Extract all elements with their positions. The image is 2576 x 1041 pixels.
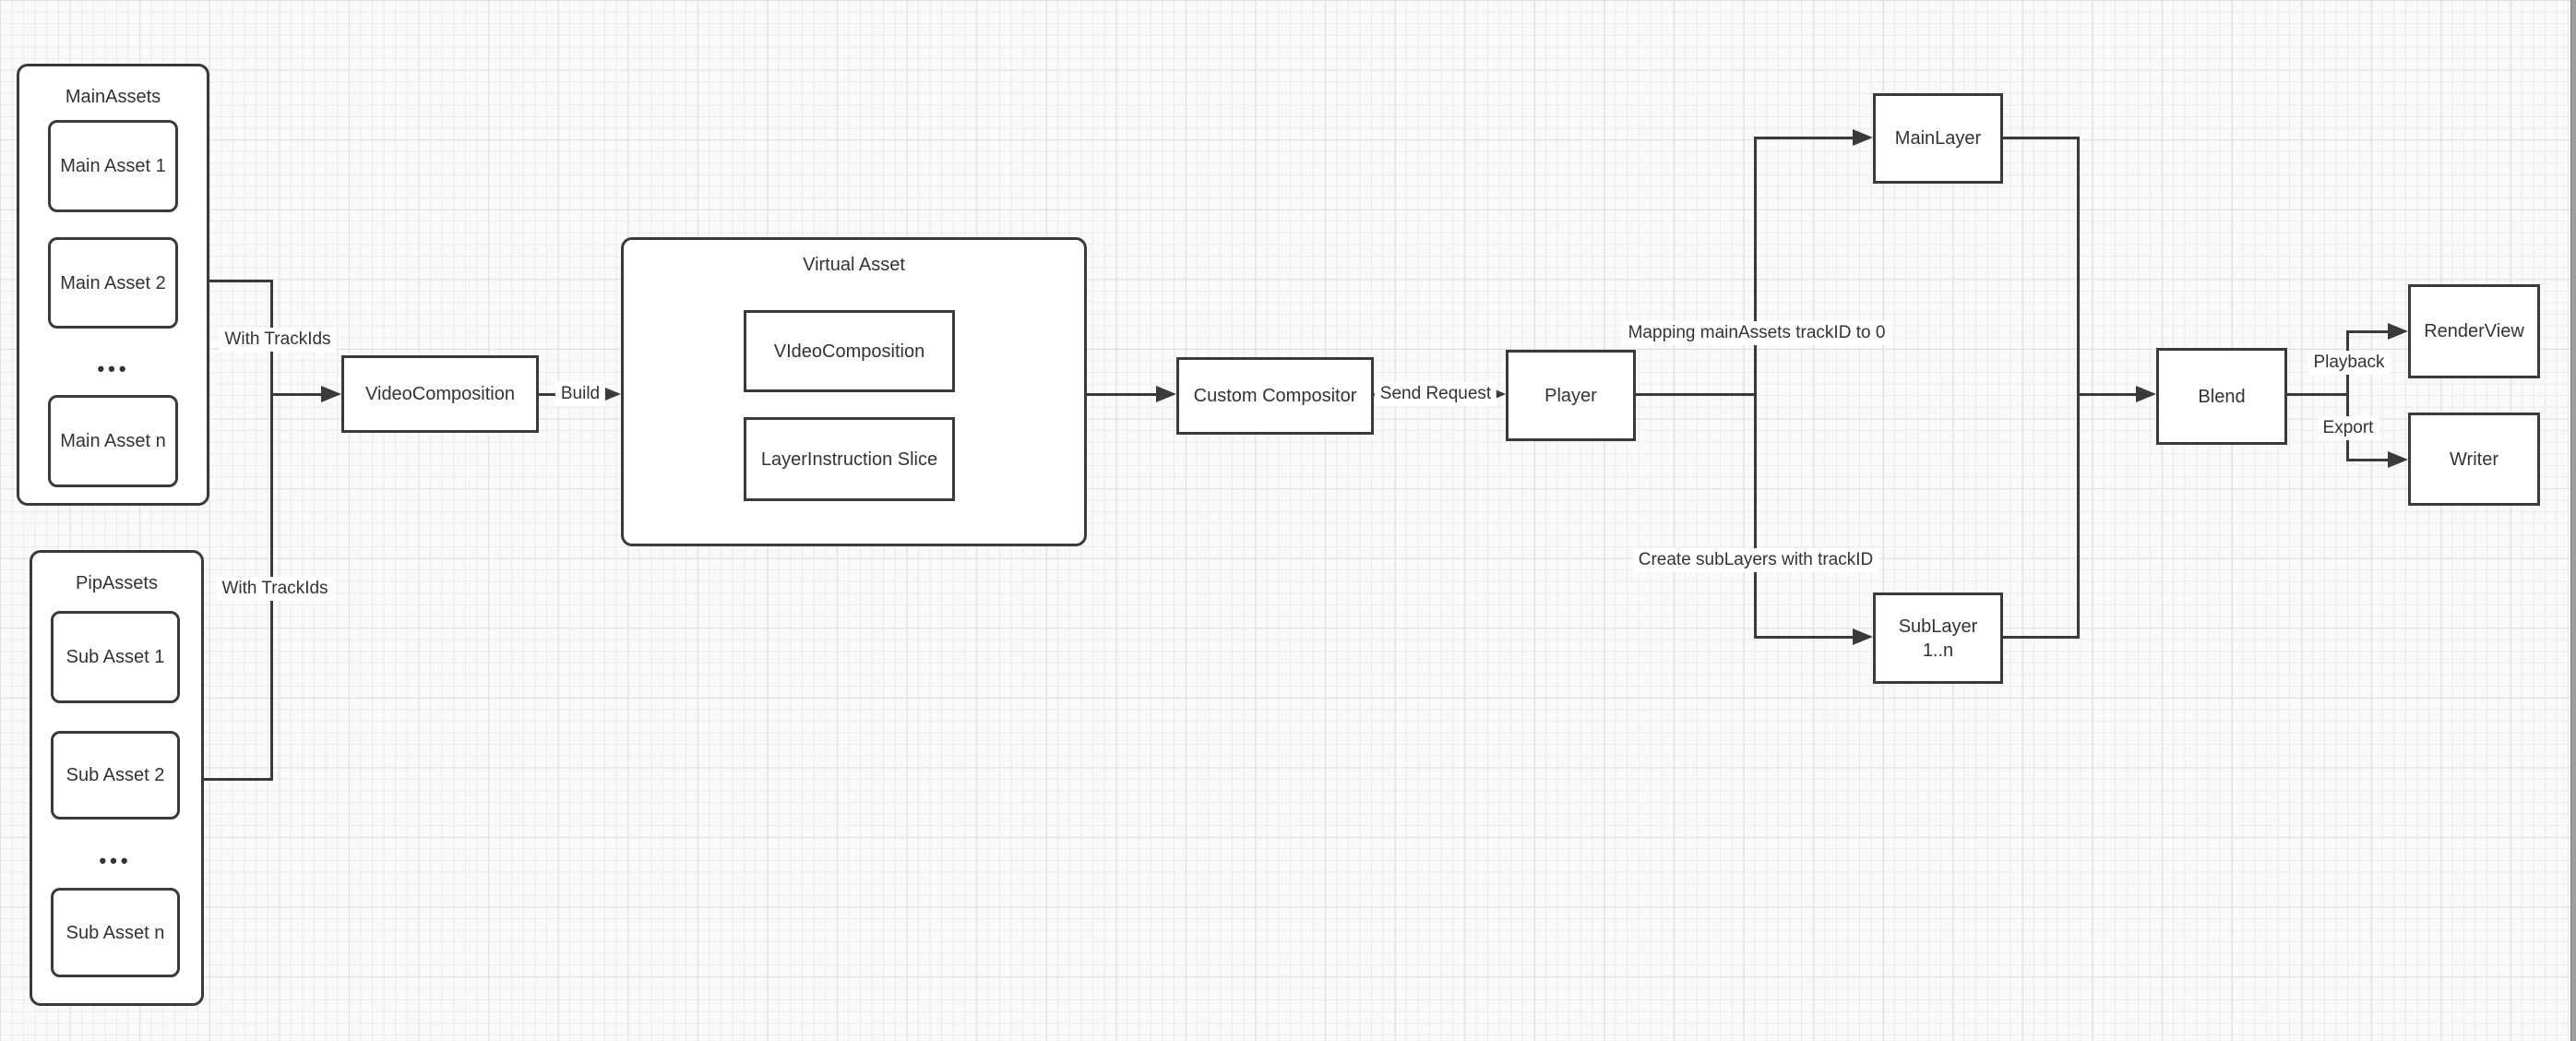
edge-to-blend[interactable]: [2077, 393, 2138, 396]
node-writer[interactable]: Writer: [2408, 413, 2540, 506]
edge-to-sublayer[interactable]: [1755, 636, 1854, 639]
edge-label-with-trackids-pip[interactable]: With TrackIds: [216, 577, 334, 601]
node-main-layer[interactable]: MainLayer: [1873, 93, 2003, 184]
edge-to-mainlayer[interactable]: [1755, 137, 1854, 139]
arrowhead-writer-icon: [2388, 451, 2408, 468]
node-sub-layer-label-line2: 1..n: [1922, 640, 1954, 661]
node-main-layer-label: MainLayer: [1894, 128, 1982, 149]
edge-export[interactable]: [2347, 459, 2390, 461]
node-blend-label: Blend: [2198, 386, 2246, 407]
arrowhead-sublayer-icon: [1853, 628, 1873, 645]
group-pip-assets-title: PipAssets: [76, 573, 158, 593]
arrowhead-videocomposition-icon: [321, 386, 341, 402]
node-main-asset-2[interactable]: Main Asset 2: [48, 237, 178, 329]
edge-label-build[interactable]: Build: [555, 382, 606, 406]
node-player[interactable]: Player: [1506, 350, 1636, 441]
node-sub-asset-1-label: Sub Asset 1: [66, 647, 165, 667]
main-assets-ellipsis: •••: [97, 357, 130, 380]
edge-blend-out[interactable]: [2287, 393, 2349, 396]
node-sub-asset-1[interactable]: Sub Asset 1: [51, 611, 180, 703]
edge-branch-vertical[interactable]: [1754, 137, 1757, 639]
edge-trunk-to-videocomposition[interactable]: [271, 393, 323, 396]
arrowhead-compositor-icon: [1156, 386, 1176, 402]
edge-mainassets-out[interactable]: [209, 280, 273, 282]
edge-virtualasset-to-compositor[interactable]: [1087, 393, 1158, 396]
edge-label-mapping-mainassets[interactable]: Mapping mainAssets trackID to 0: [1622, 321, 1891, 345]
node-sub-layer-label-line1: SubLayer: [1898, 616, 1978, 637]
arrowhead-mainlayer-icon: [1853, 129, 1873, 146]
edge-player-out[interactable]: [1636, 393, 1757, 396]
edge-label-playback[interactable]: Playback: [2308, 351, 2391, 375]
edge-label-with-trackids-main[interactable]: With TrackIds: [219, 328, 337, 352]
group-main-assets-title: MainAssets: [65, 87, 161, 107]
node-va-layer-instruction-label: LayerInstruction Slice: [760, 449, 938, 470]
node-va-video-composition[interactable]: VIdeoComposition: [744, 310, 955, 392]
arrowhead-blend-icon: [2136, 386, 2156, 402]
edge-playback[interactable]: [2347, 330, 2390, 333]
pip-assets-ellipsis: •••: [99, 849, 132, 872]
node-custom-compositor-label: Custom Compositor: [1193, 386, 1357, 406]
node-sub-layer[interactable]: SubLayer 1..n: [1873, 592, 2003, 684]
node-video-composition[interactable]: VideoComposition: [341, 355, 539, 433]
node-render-view[interactable]: RenderView: [2408, 284, 2540, 378]
node-main-asset-n-label: Main Asset n: [60, 431, 166, 451]
edge-sublayer-out[interactable]: [2003, 636, 2079, 639]
edge-pipassets-out[interactable]: [204, 778, 273, 781]
edge-trunk-vertical[interactable]: [270, 280, 273, 781]
node-main-asset-n[interactable]: Main Asset n: [48, 395, 178, 487]
right-scrollbar-track[interactable]: [2570, 0, 2576, 1041]
node-va-layer-instruction[interactable]: LayerInstruction Slice: [744, 417, 955, 501]
node-custom-compositor[interactable]: Custom Compositor: [1176, 357, 1374, 435]
edge-split-vertical[interactable]: [2346, 330, 2349, 461]
edge-mainlayer-out[interactable]: [2003, 137, 2079, 139]
node-writer-label: Writer: [2450, 449, 2498, 470]
node-sub-asset-n[interactable]: Sub Asset n: [51, 888, 180, 977]
node-va-video-composition-label: VIdeoComposition: [773, 341, 925, 362]
edge-label-create-sublayers[interactable]: Create subLayers with trackID: [1632, 548, 1879, 572]
arrowhead-renderview-icon: [2388, 323, 2408, 340]
node-sub-asset-2-label: Sub Asset 2: [66, 765, 165, 785]
edge-merge-vertical[interactable]: [2077, 137, 2080, 639]
node-video-composition-label: VideoComposition: [365, 384, 515, 404]
edge-label-send-request[interactable]: Send Request: [1374, 382, 1497, 406]
node-sub-asset-n-label: Sub Asset n: [66, 922, 165, 943]
node-main-asset-2-label: Main Asset 2: [60, 272, 166, 293]
node-render-view-label: RenderView: [2424, 321, 2524, 341]
edge-label-export[interactable]: Export: [2317, 416, 2379, 440]
node-player-label: Player: [1544, 385, 1597, 406]
node-sub-asset-2[interactable]: Sub Asset 2: [51, 731, 180, 820]
node-blend[interactable]: Blend: [2156, 348, 2287, 445]
node-main-asset-1[interactable]: Main Asset 1: [48, 120, 178, 212]
arrowhead-virtual-asset-icon: [601, 386, 621, 402]
node-main-asset-1-label: Main Asset 1: [60, 156, 166, 176]
group-virtual-asset-title: Virtual Asset: [803, 255, 905, 275]
